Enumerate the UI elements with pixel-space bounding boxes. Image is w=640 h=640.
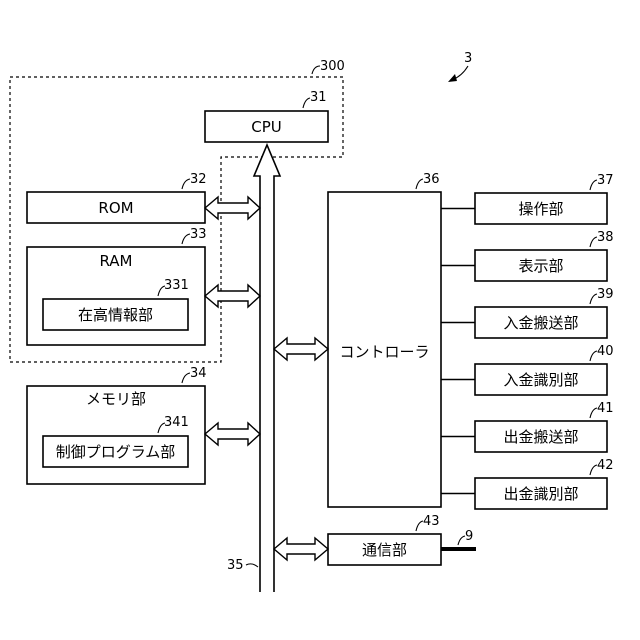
peripheral-ref-leader [590, 237, 597, 247]
network-ref: 9 [465, 529, 473, 544]
peripheral-label: 操作部 [518, 200, 563, 218]
region-300-ref: 300 [320, 59, 345, 74]
rom-bus-arrow [205, 197, 260, 219]
controller-bus-arrow [274, 338, 328, 360]
peripheral-ref: 39 [597, 287, 614, 302]
figure-ref: 3 [464, 51, 472, 66]
peripheral-ref-leader [590, 408, 597, 418]
cpu-label: CPU [251, 118, 282, 136]
cpu-ref: 31 [310, 90, 327, 105]
cpu-ref-leader [303, 98, 310, 108]
peripheral-ref: 42 [597, 458, 614, 473]
peripheral-ref: 41 [597, 401, 614, 416]
communication-bus-arrow [274, 538, 328, 560]
peripheral-ref-leader [590, 294, 597, 304]
peripheral-label: 入金識別部 [503, 371, 578, 389]
peripheral-ref: 38 [597, 230, 614, 245]
rom-label: ROM [98, 199, 133, 217]
communication-ref: 43 [423, 514, 440, 529]
inventory-label: 在高情報部 [78, 306, 153, 324]
inventory-ref: 331 [164, 278, 189, 293]
controller-ref: 36 [423, 172, 440, 187]
memory-ref-leader [182, 373, 190, 383]
ram-ref-leader [182, 234, 190, 244]
network-ref-leader [458, 536, 465, 545]
controller-ref-leader [416, 179, 423, 189]
peripheral-ref: 37 [597, 173, 614, 188]
system-bus [254, 145, 280, 592]
memory-label: メモリ部 [86, 390, 146, 408]
bus-ref-leader [246, 564, 258, 567]
bus-ref: 35 [227, 558, 244, 573]
control-program-label: 制御プログラム部 [56, 443, 176, 461]
peripheral-label: 表示部 [518, 257, 563, 275]
communication-label: 通信部 [362, 541, 407, 559]
peripheral-group: 操作部 37 表示部 38 入金搬送部 39 入金識別部 40 出金搬送部 41 出金識別部 42 [441, 173, 614, 509]
peripheral-label: 入金搬送部 [503, 314, 578, 332]
rom-ref-leader [182, 179, 190, 189]
peripheral-ref: 40 [597, 344, 614, 359]
communication-ref-leader [416, 521, 423, 531]
region-300-leader [312, 66, 320, 74]
rom-ref: 32 [190, 172, 207, 187]
ram-bus-arrow [205, 285, 260, 307]
peripheral-label: 出金搬送部 [503, 428, 578, 446]
ram-label: RAM [99, 252, 132, 270]
peripheral-ref-leader [590, 465, 597, 475]
memory-ref: 34 [190, 366, 207, 381]
peripheral-ref-leader [590, 351, 597, 361]
ram-ref: 33 [190, 227, 207, 242]
controller-label: コントローラ [339, 343, 429, 361]
peripheral-ref-leader [590, 180, 597, 190]
memory-bus-arrow [205, 423, 260, 445]
control-program-ref: 341 [164, 415, 189, 430]
peripheral-label: 出金識別部 [503, 485, 578, 503]
figure-ref-arrowhead [448, 74, 457, 82]
